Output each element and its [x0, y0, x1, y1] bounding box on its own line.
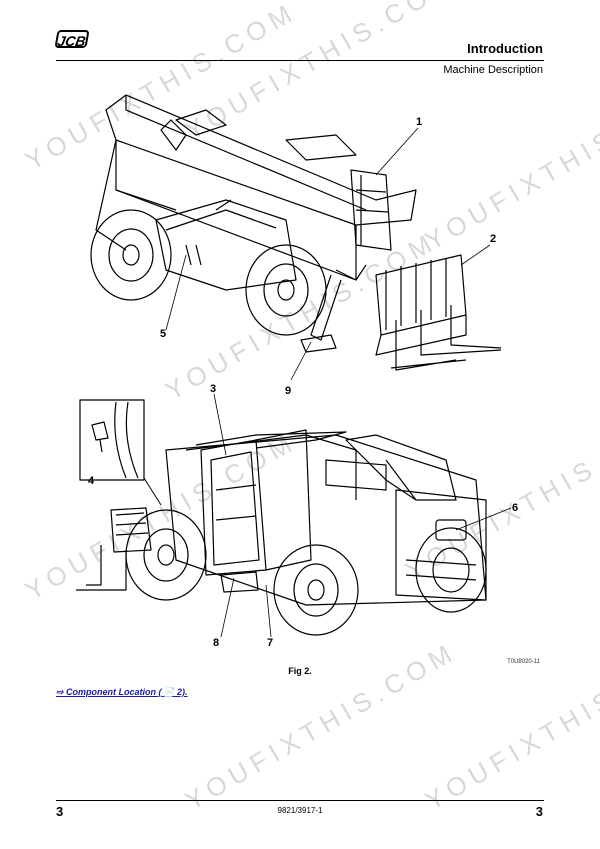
- figure-caption: Fig 2.: [288, 666, 312, 676]
- page-subtitle: Machine Description: [443, 64, 543, 76]
- telehandler-rear-view: [76, 429, 487, 636]
- component-location-link[interactable]: ⇨ Component Location ( 📄 2).: [56, 687, 188, 697]
- callout-4: 4: [88, 475, 95, 487]
- callout-8: 8: [213, 637, 219, 649]
- callout-5: 5: [160, 328, 166, 340]
- machine-illustration: 1 2 3 4 5 6 7 8 9: [76, 94, 518, 649]
- page-title: Introduction: [467, 41, 543, 56]
- callout-6: 6: [512, 502, 518, 514]
- callout-3: 3: [210, 383, 216, 395]
- telehandler-front-view: [90, 94, 502, 371]
- page-number-left: 3: [56, 804, 64, 819]
- document-number: 9821/3917-1: [277, 806, 323, 815]
- header-divider: [56, 60, 544, 61]
- callout-9: 9: [285, 385, 291, 397]
- figure-code: T0U8020-11: [507, 659, 540, 665]
- callout-1: 1: [416, 116, 422, 128]
- footer-divider: [56, 800, 544, 801]
- fuse-detail-inset: [79, 399, 162, 506]
- jcb-logo: JCB: [54, 30, 90, 49]
- callout-2: 2: [490, 233, 496, 245]
- callout-7: 7: [267, 637, 273, 649]
- page-number-right: 3: [535, 804, 543, 819]
